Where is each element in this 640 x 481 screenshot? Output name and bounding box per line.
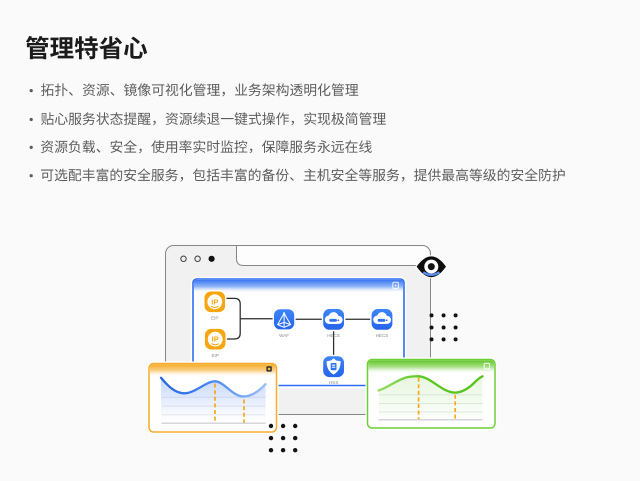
svg-text:HSS: HSS — [329, 380, 338, 385]
svg-text:IP: IP — [211, 297, 218, 306]
svg-text:HECS: HECS — [376, 333, 389, 338]
svg-text:EIP: EIP — [211, 316, 218, 321]
svg-text:WAF: WAF — [279, 333, 289, 338]
svg-text:IP: IP — [212, 335, 219, 344]
svg-text:EIP: EIP — [211, 353, 218, 358]
svg-text:HECS: HECS — [327, 333, 340, 338]
